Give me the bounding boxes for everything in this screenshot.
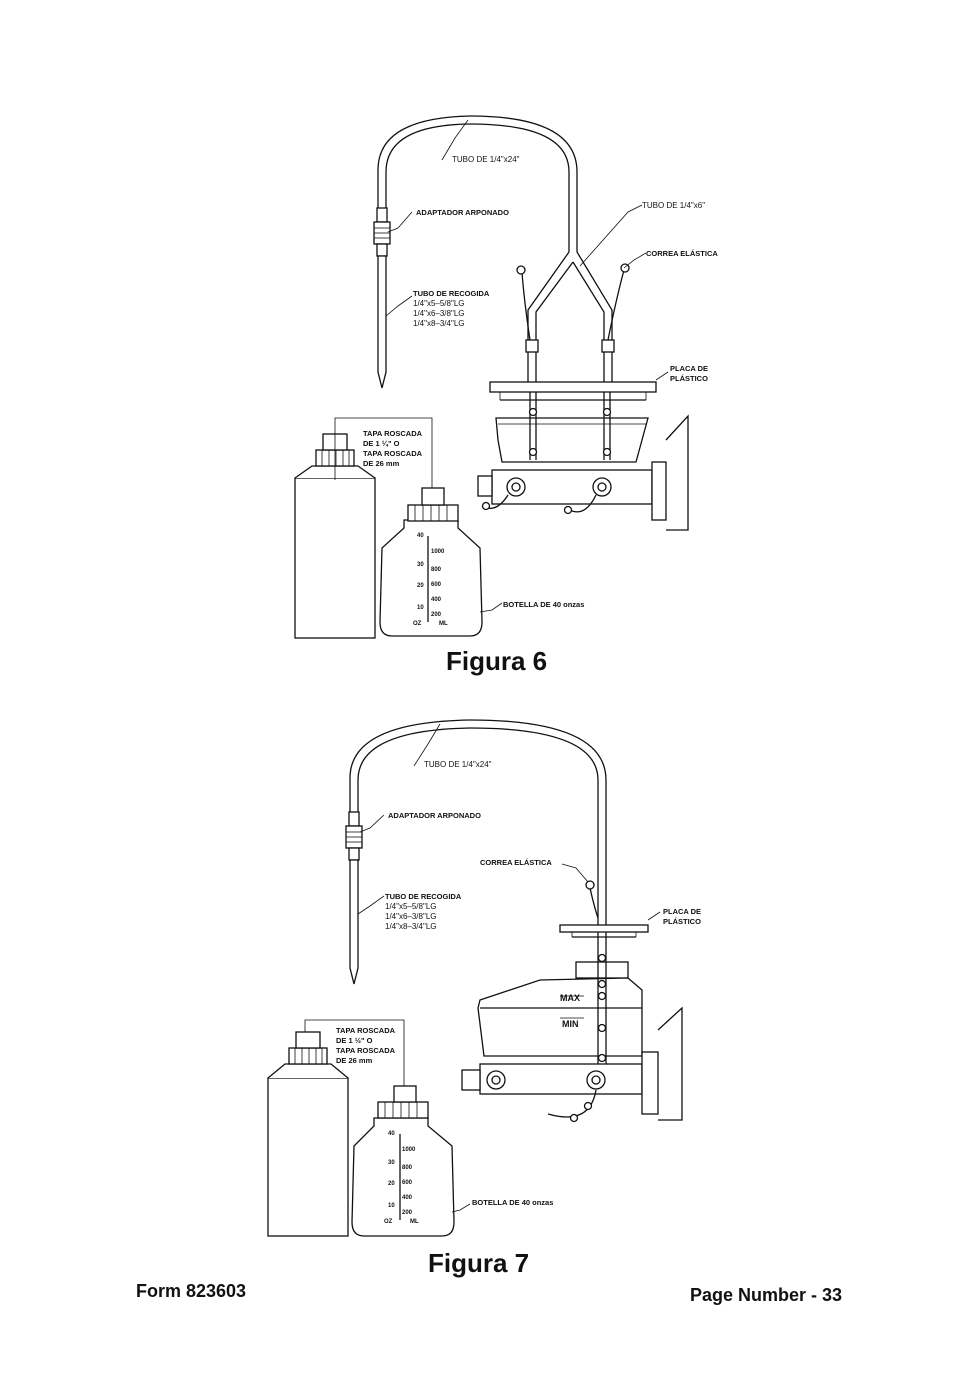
label-plate-1-fig6: PLACA DE xyxy=(670,364,708,373)
label-pickup-title-fig7: TUBO DE RECOGIDA xyxy=(385,892,462,901)
label-cap-2-fig6: DE 1 ¼" O xyxy=(363,439,400,448)
scale-oz-20-fig6: 20 xyxy=(417,583,424,589)
tall-bottle-fig6 xyxy=(294,433,376,639)
tube-24-fig6 xyxy=(377,115,578,252)
reservoir-fig6 xyxy=(495,392,649,463)
label-cap-4-fig6: DE 26 mm xyxy=(363,459,400,468)
label-bottle-fig7: BOTELLA DE 40 onzas xyxy=(472,1198,553,1207)
scale-oz-10-fig7: 10 xyxy=(388,1203,395,1209)
scale-oz-unit-fig6: OZ xyxy=(413,621,422,627)
master-cylinder-fig7 xyxy=(461,1006,683,1123)
scale-ml-800-fig7: 800 xyxy=(402,1165,413,1171)
label-pickup-2-fig6: 1/4"x6–3/8"LG xyxy=(413,309,465,318)
scale-ml-1000-fig6: 1000 xyxy=(431,549,445,555)
label-pickup-1-fig7: 1/4"x5–5/8"LG xyxy=(385,902,437,911)
scale-oz-30-fig7: 30 xyxy=(388,1160,395,1166)
label-pickup-2-fig7: 1/4"x6–3/8"LG xyxy=(385,912,437,921)
scale-oz-30-fig6: 30 xyxy=(417,562,424,568)
measuring-bottle-fig7 xyxy=(351,1085,455,1237)
measuring-bottle-fig6 xyxy=(379,487,483,637)
label-adapter-fig6: ADAPTADOR ARPONADO xyxy=(416,208,509,217)
footer-page-number: Page Number - 33 xyxy=(690,1285,843,1305)
scale-ml-400-fig6: 400 xyxy=(431,597,442,603)
label-strap-fig7: CORREA ELÁSTICA xyxy=(480,858,552,867)
scale-ml-unit-fig6: ML xyxy=(439,621,448,627)
master-cylinder-fig6 xyxy=(477,414,689,531)
tube-24-fig7 xyxy=(349,719,607,925)
label-pickup-3-fig7: 1/4"x8–3/4"LG xyxy=(385,922,437,931)
plastic-plate-fig7 xyxy=(559,924,649,938)
label-cap-3-fig6: TAPA ROSCADA xyxy=(363,449,423,458)
tall-bottle-fig7 xyxy=(267,1031,349,1237)
label-cap-2-fig7: DE 1 ½" O xyxy=(336,1036,373,1045)
scale-ml-600-fig7: 600 xyxy=(402,1180,413,1186)
label-cap-3-fig7: TAPA ROSCADA xyxy=(336,1046,396,1055)
figure-7 xyxy=(267,719,683,1237)
scale-ml-unit-fig7: ML xyxy=(410,1219,419,1225)
scale-ml-200-fig6: 200 xyxy=(431,612,442,618)
label-tube-24-fig6: TUBO DE 1/4"x24" xyxy=(452,155,520,164)
reservoir-fig7 xyxy=(477,932,643,1078)
leader-lines-fig6 xyxy=(334,119,669,613)
scale-ml-800-fig6: 800 xyxy=(431,567,442,573)
y-connector-fig6 xyxy=(527,251,613,385)
scale-ml-400-fig7: 400 xyxy=(402,1195,413,1201)
label-pickup-3-fig6: 1/4"x8–3/4"LG xyxy=(413,319,465,328)
label-cap-4-fig7: DE 26 mm xyxy=(336,1056,373,1065)
pickup-tube-fig7 xyxy=(349,859,359,985)
footer-form-number: Form 823603 xyxy=(136,1281,247,1301)
scale-oz-10-fig6: 10 xyxy=(417,605,424,611)
label-max-fig7: MAX xyxy=(560,993,580,1003)
label-adapter-fig7: ADAPTADOR ARPONADO xyxy=(388,811,481,820)
label-cap-1-fig6: TAPA ROSCADA xyxy=(363,429,423,438)
label-bottle-fig6: BOTELLA DE 40 onzas xyxy=(503,600,584,609)
leader-lines-fig7 xyxy=(304,723,661,1213)
plastic-plate-fig6 xyxy=(489,381,657,401)
label-cap-1-fig7: TAPA ROSCADA xyxy=(336,1026,396,1035)
pickup-tube-fig6 xyxy=(377,255,387,389)
label-tube-6-fig6: TUBO DE 1/4"x6" xyxy=(642,201,705,210)
elastic-strap-fig7 xyxy=(585,880,599,919)
scale-oz-unit-fig7: OZ xyxy=(384,1219,393,1225)
scale-oz-20-fig7: 20 xyxy=(388,1181,395,1187)
label-plate-2-fig6: PLÁSTICO xyxy=(670,374,708,383)
figure-7-caption: Figura 7 xyxy=(428,1248,529,1278)
label-pickup-title-fig6: TUBO DE RECOGIDA xyxy=(413,289,490,298)
figure-6-caption: Figura 6 xyxy=(446,646,547,676)
scale-ml-600-fig6: 600 xyxy=(431,582,442,588)
label-plate-2-fig7: PLÁSTICO xyxy=(663,917,701,926)
label-pickup-1-fig6: 1/4"x5–5/8"LG xyxy=(413,299,465,308)
elastic-straps-fig6 xyxy=(516,263,630,353)
scale-ml-1000-fig7: 1000 xyxy=(402,1147,416,1153)
scale-oz-40-fig6: 40 xyxy=(417,533,424,539)
scale-ml-200-fig7: 200 xyxy=(402,1210,413,1216)
figure-6 xyxy=(294,115,689,639)
label-strap-fig6: CORREA ELÁSTICA xyxy=(646,249,718,258)
barbed-adapter-fig7 xyxy=(345,811,363,861)
label-tube-24-fig7: TUBO DE 1/4"x24" xyxy=(424,760,492,769)
label-plate-1-fig7: PLACA DE xyxy=(663,907,701,916)
barbed-adapter-fig6 xyxy=(373,207,391,257)
scale-oz-40-fig7: 40 xyxy=(388,1131,395,1137)
label-min-fig7: MIN xyxy=(562,1019,579,1029)
